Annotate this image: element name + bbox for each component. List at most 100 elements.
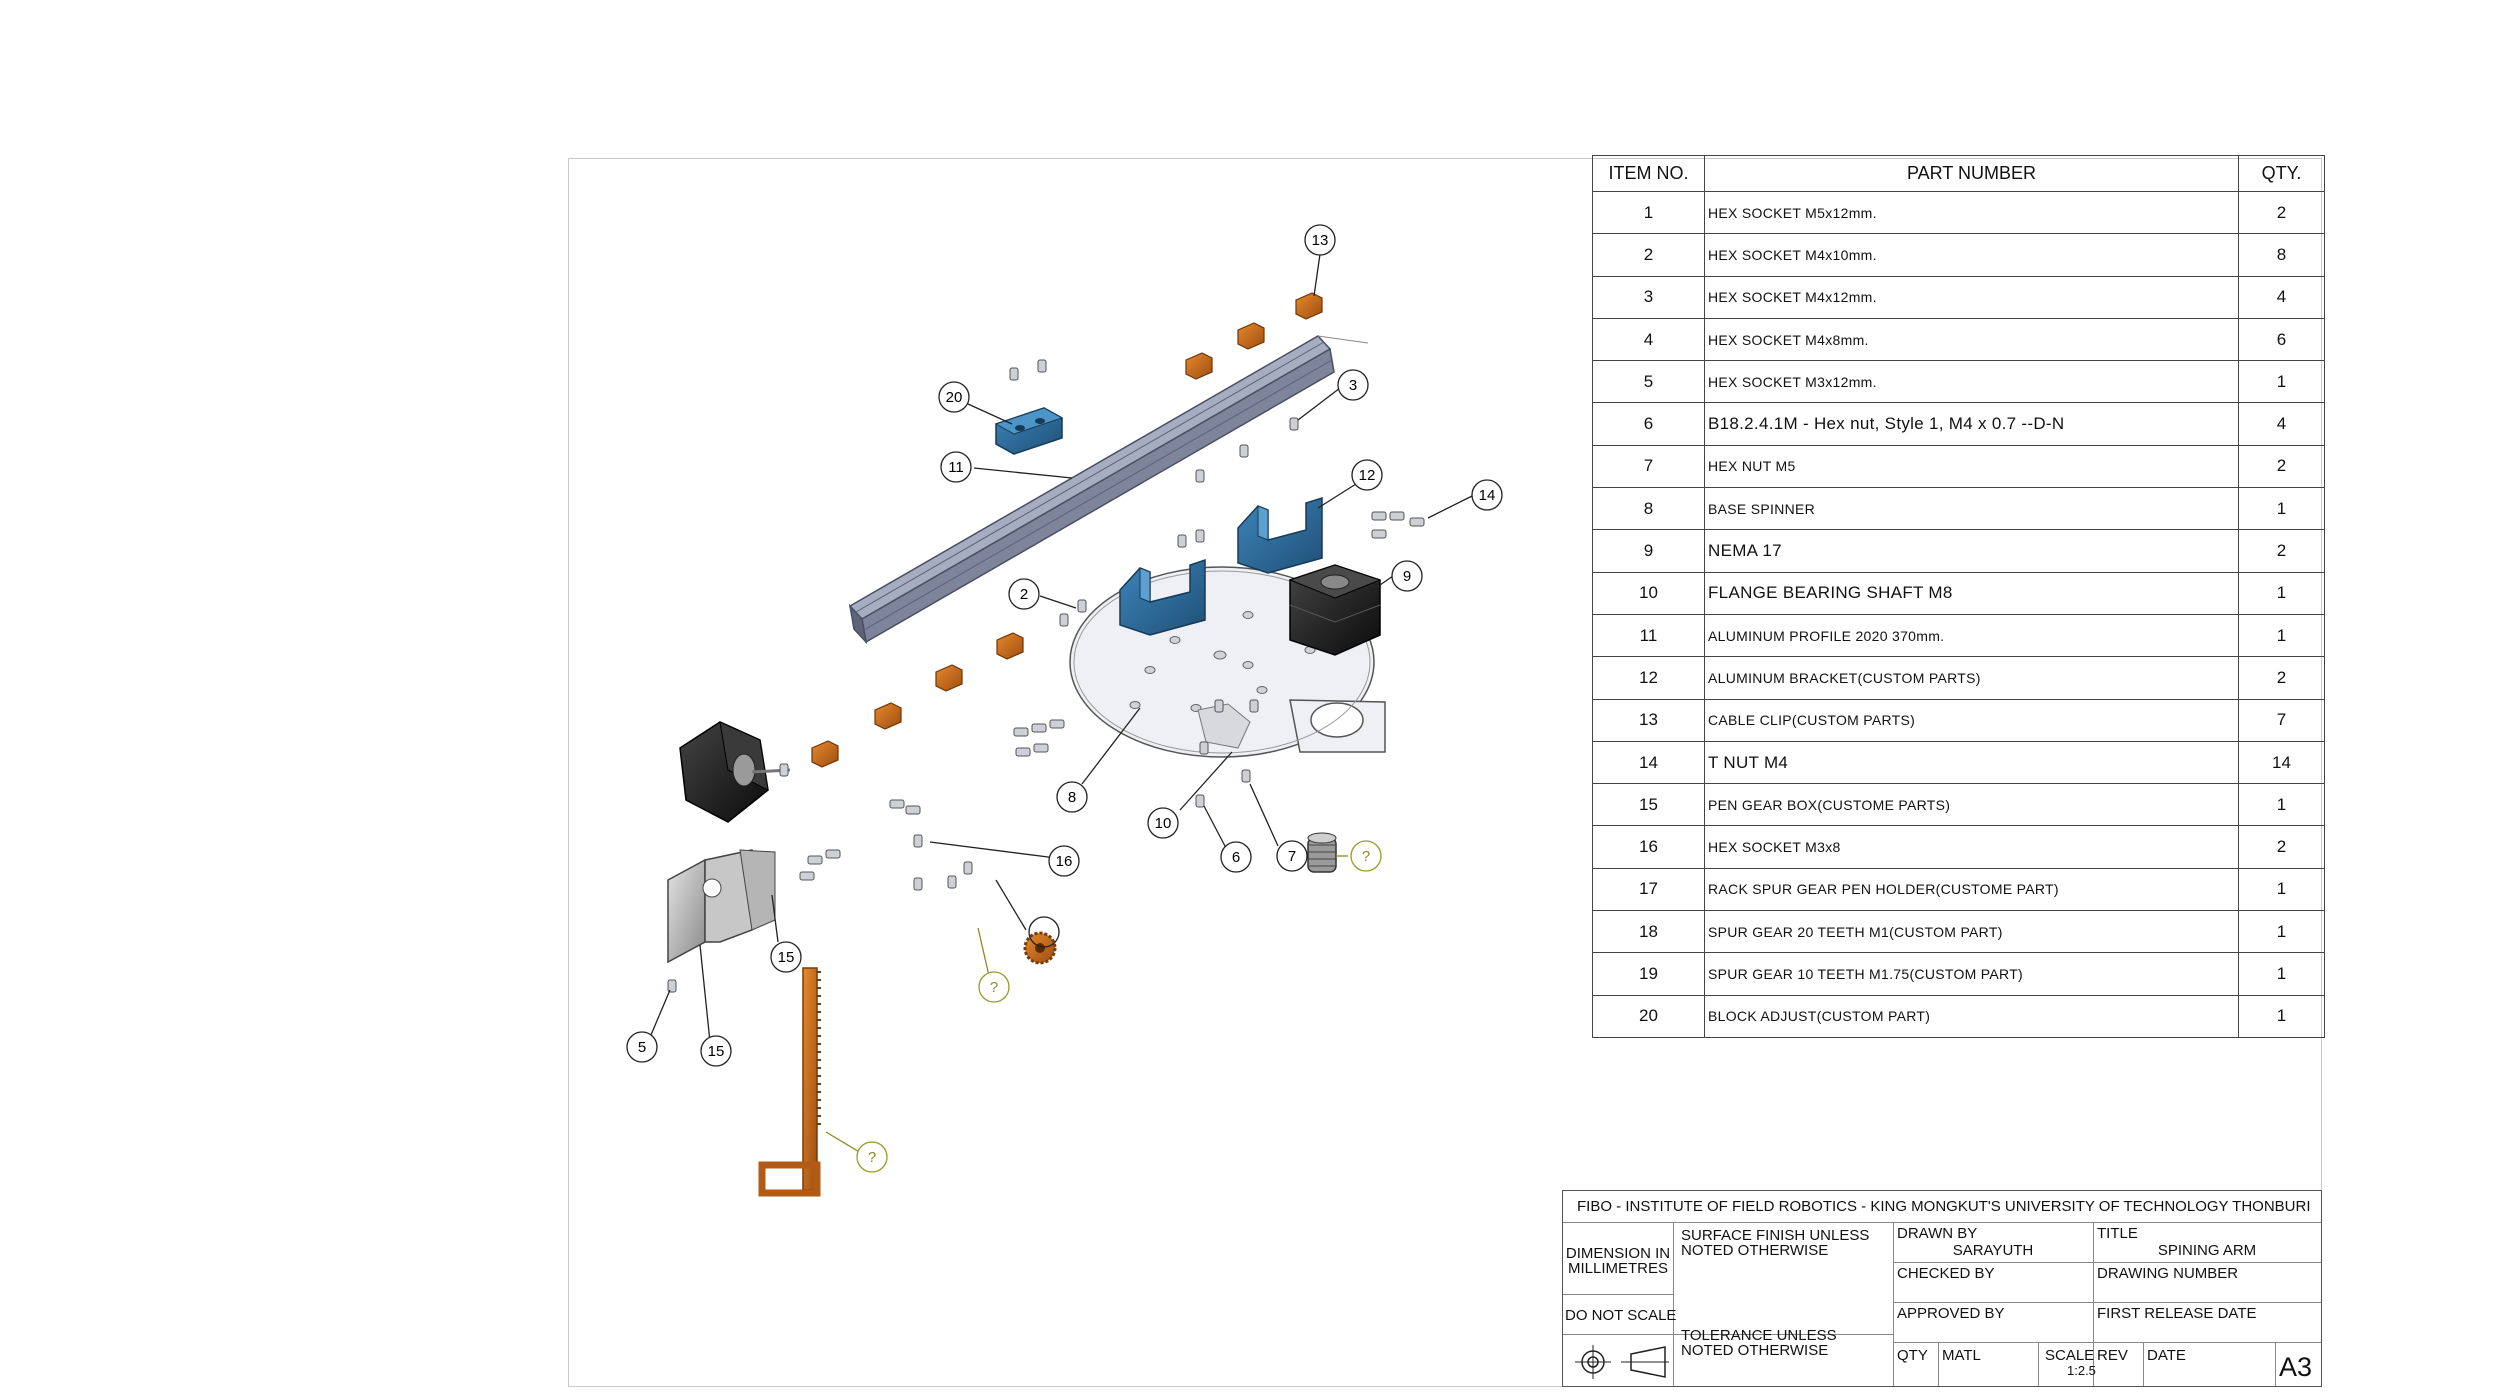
balloon: 15 [770, 941, 802, 973]
nema17-motor [1288, 564, 1382, 656]
svg-text:15: 15 [778, 949, 795, 966]
qty-cell: 1 [2238, 613, 2325, 658]
do-not-scale-label: DO NOT SCALE [1565, 1307, 1677, 1324]
part-number-cell: FLANGE BEARING SHAFT M8 [1704, 571, 2239, 615]
qty-cell: 2 [2238, 529, 2325, 573]
item-no-cell: 12 [1592, 656, 1705, 700]
part-number-cell: HEX SOCKET M3x12mm. [1704, 360, 2239, 404]
balloon: 10 [1147, 807, 1179, 839]
block-adjust [994, 407, 1064, 455]
item-no-cell: 9 [1592, 529, 1705, 573]
svg-text:8: 8 [1068, 789, 1076, 806]
grid-line [1563, 1294, 1673, 1295]
balloon: 13 [1304, 224, 1336, 256]
qty-cell: 1 [2238, 910, 2325, 954]
item-no-cell: 11 [1592, 613, 1705, 658]
item-no-cell: 1 [1592, 190, 1705, 235]
part-number-cell: BLOCK ADJUST(CUSTOM PART) [1704, 994, 2239, 1038]
svg-text:6: 6 [1232, 849, 1240, 866]
balloon: 8 [1056, 781, 1088, 813]
part-number-cell: HEX SOCKET M5x12mm. [1704, 190, 2239, 235]
pending-leader-group [825, 855, 1348, 1157]
item-no-cell: 18 [1592, 910, 1705, 954]
part-number-cell: CABLE CLIP(CUSTOM PARTS) [1704, 698, 2239, 742]
item-no-cell: 5 [1592, 360, 1705, 404]
qty-cell: 1 [2238, 867, 2325, 912]
title-label: TITLE [2097, 1225, 2138, 1242]
svg-text:16: 16 [1056, 853, 1073, 870]
qty-cell: 2 [2238, 825, 2325, 869]
qty-label: QTY [1897, 1347, 1928, 1364]
item-no-cell: 20 [1592, 994, 1705, 1038]
item-no-header: ITEM NO. [1592, 155, 1705, 192]
grid-line [1893, 1302, 2321, 1303]
item-no-cell: 16 [1592, 825, 1705, 869]
aluminum-bracket [1237, 496, 1323, 574]
drawn-by-value: SARAYUTH [1952, 1242, 2034, 1259]
svg-text:14: 14 [1479, 487, 1496, 504]
part-number-header: PART NUMBER [1704, 155, 2239, 192]
grid-line [2143, 1342, 2144, 1386]
qty-cell: 8 [2238, 233, 2325, 277]
balloon-pending: ? [1350, 840, 1382, 872]
item-no-cell: 6 [1592, 402, 1705, 446]
qty-cell: 1 [2238, 571, 2325, 615]
dimension-label-line1: DIMENSION IN [1565, 1245, 1671, 1262]
dimension-label-line2: MILLIMETRES [1567, 1260, 1669, 1277]
fastener-group [667, 359, 1425, 993]
svg-text:12: 12 [1359, 467, 1376, 484]
title-block: FIBO - INSTITUTE OF FIELD ROBOTICS - KIN… [1562, 1190, 2322, 1387]
item-no-cell: 3 [1592, 275, 1705, 319]
svg-text:7: 7 [1288, 848, 1296, 865]
balloon: 9 [1391, 560, 1423, 592]
item-no-cell: 10 [1592, 571, 1705, 615]
svg-text:15: 15 [708, 1043, 725, 1060]
svg-text:9: 9 [1403, 568, 1411, 585]
part-number-cell: ALUMINUM BRACKET(CUSTOM PARTS) [1704, 656, 2239, 700]
surface-finish-line2: NOTED OTHERWISE [1681, 1242, 1829, 1259]
balloon: 14 [1471, 479, 1503, 511]
qty-cell: 2 [2238, 190, 2325, 235]
part-number-cell: ALUMINUM PROFILE 2020 370mm. [1704, 613, 2239, 658]
third-angle-projection-icon [1575, 1345, 1669, 1379]
part-number-cell: T NUT M4 [1704, 740, 2239, 785]
qty-cell: 6 [2238, 317, 2325, 362]
drawn-by-label: DRAWN BY [1897, 1225, 1978, 1242]
scale-label: SCALE [2045, 1347, 2095, 1364]
svg-text:?: ? [868, 1149, 876, 1166]
balloon-pending: ? [978, 971, 1010, 1003]
part-number-cell: SPUR GEAR 20 TEETH M1(CUSTOM PART) [1704, 910, 2239, 954]
item-no-cell: 2 [1592, 233, 1705, 277]
balloon-pending: ? [856, 1141, 888, 1173]
leader-line-group [647, 253, 1473, 1043]
qty-cell: 2 [2238, 444, 2325, 489]
svg-text:3: 3 [1349, 377, 1357, 394]
nema17-motor [679, 721, 791, 823]
grid-line [2275, 1342, 2276, 1386]
part-number-cell: HEX SOCKET M3x8 [1704, 825, 2239, 869]
drawing-number-label: DRAWING NUMBER [2097, 1265, 2239, 1282]
balloon: 20 [938, 381, 970, 413]
checked-by-label: CHECKED BY [1897, 1265, 1995, 1282]
sheet-size: A3 [2279, 1352, 2313, 1382]
qty-cell: 1 [2238, 783, 2325, 827]
balloon: 7 [1276, 840, 1308, 872]
scale-value: 1:2.5 [2067, 1363, 2096, 1378]
svg-text:5: 5 [638, 1039, 646, 1056]
svg-text:?: ? [990, 979, 998, 996]
balloon: 6 [1220, 841, 1252, 873]
item-no-cell: 7 [1592, 444, 1705, 489]
